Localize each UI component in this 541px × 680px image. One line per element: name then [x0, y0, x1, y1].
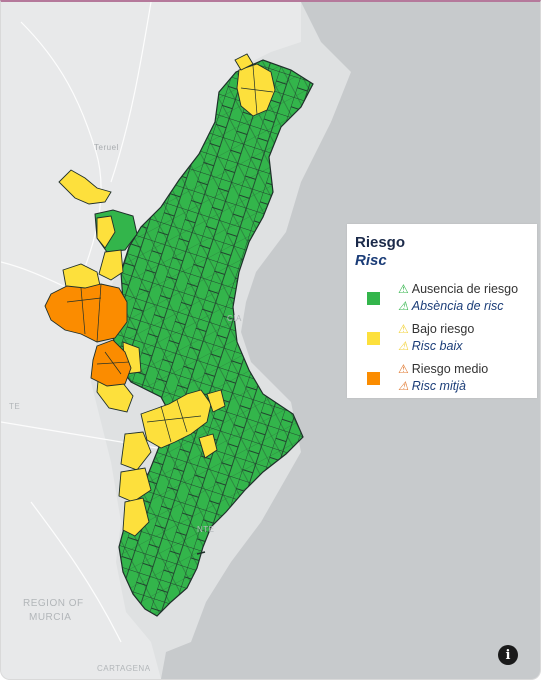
place-label: TE [9, 402, 21, 411]
legend-subtitle: Risc [355, 252, 387, 269]
legend-item-bajo[interactable]: ⚠Bajo riesgo ⚠Risc baix [355, 320, 529, 356]
legend-item-ausencia[interactable]: ⚠Ausencia de riesgo ⚠Absència de risc [355, 280, 529, 316]
warning-icon: ⚠ [398, 362, 409, 376]
legend-label-es: Bajo riesgo [411, 322, 475, 336]
info-button[interactable]: i [498, 645, 518, 665]
legend-label-es: Ausencia de riesgo [411, 282, 519, 296]
warning-icon: ⚠ [398, 282, 409, 296]
place-label: MURCIA [29, 612, 72, 623]
legend-swatch-yellow [367, 331, 380, 345]
legend-label-ca: Risc mitjà [411, 379, 466, 393]
warning-icon: ⚠ [398, 339, 409, 353]
legend-label-es: Riesgo medio [411, 362, 489, 376]
warning-icon: ⚠ [398, 379, 409, 393]
legend-label-ca: Risc baix [411, 339, 463, 353]
legend-swatch-green [367, 291, 380, 305]
municipality-borders-yellow [146, 65, 274, 443]
legend-label-ca: Absència de risc [411, 299, 504, 313]
legend-swatch-orange [367, 371, 380, 385]
info-icon: i [505, 647, 511, 663]
land-background [1, 2, 301, 679]
legend-item-medio[interactable]: ⚠Riesgo medio ⚠Risc mitjà [355, 360, 529, 396]
coast-detail [196, 551, 206, 555]
municipality-borders-green-2 [113, 60, 313, 616]
warning-icon: ⚠ [398, 322, 409, 336]
place-label: CIA [227, 314, 242, 323]
legend-panel: Riesgo Risc ⚠Ausencia de riesgo ⚠Absènci… [347, 224, 537, 398]
place-label: CARTAGENA [97, 664, 151, 673]
place-label: Teruel [94, 143, 119, 152]
warning-icon: ⚠ [398, 299, 409, 313]
legend-title: Riesgo [355, 234, 406, 251]
municipality-borders-orange [66, 283, 130, 375]
place-label: REGION OF [23, 598, 84, 609]
place-label: NTE [197, 525, 215, 534]
